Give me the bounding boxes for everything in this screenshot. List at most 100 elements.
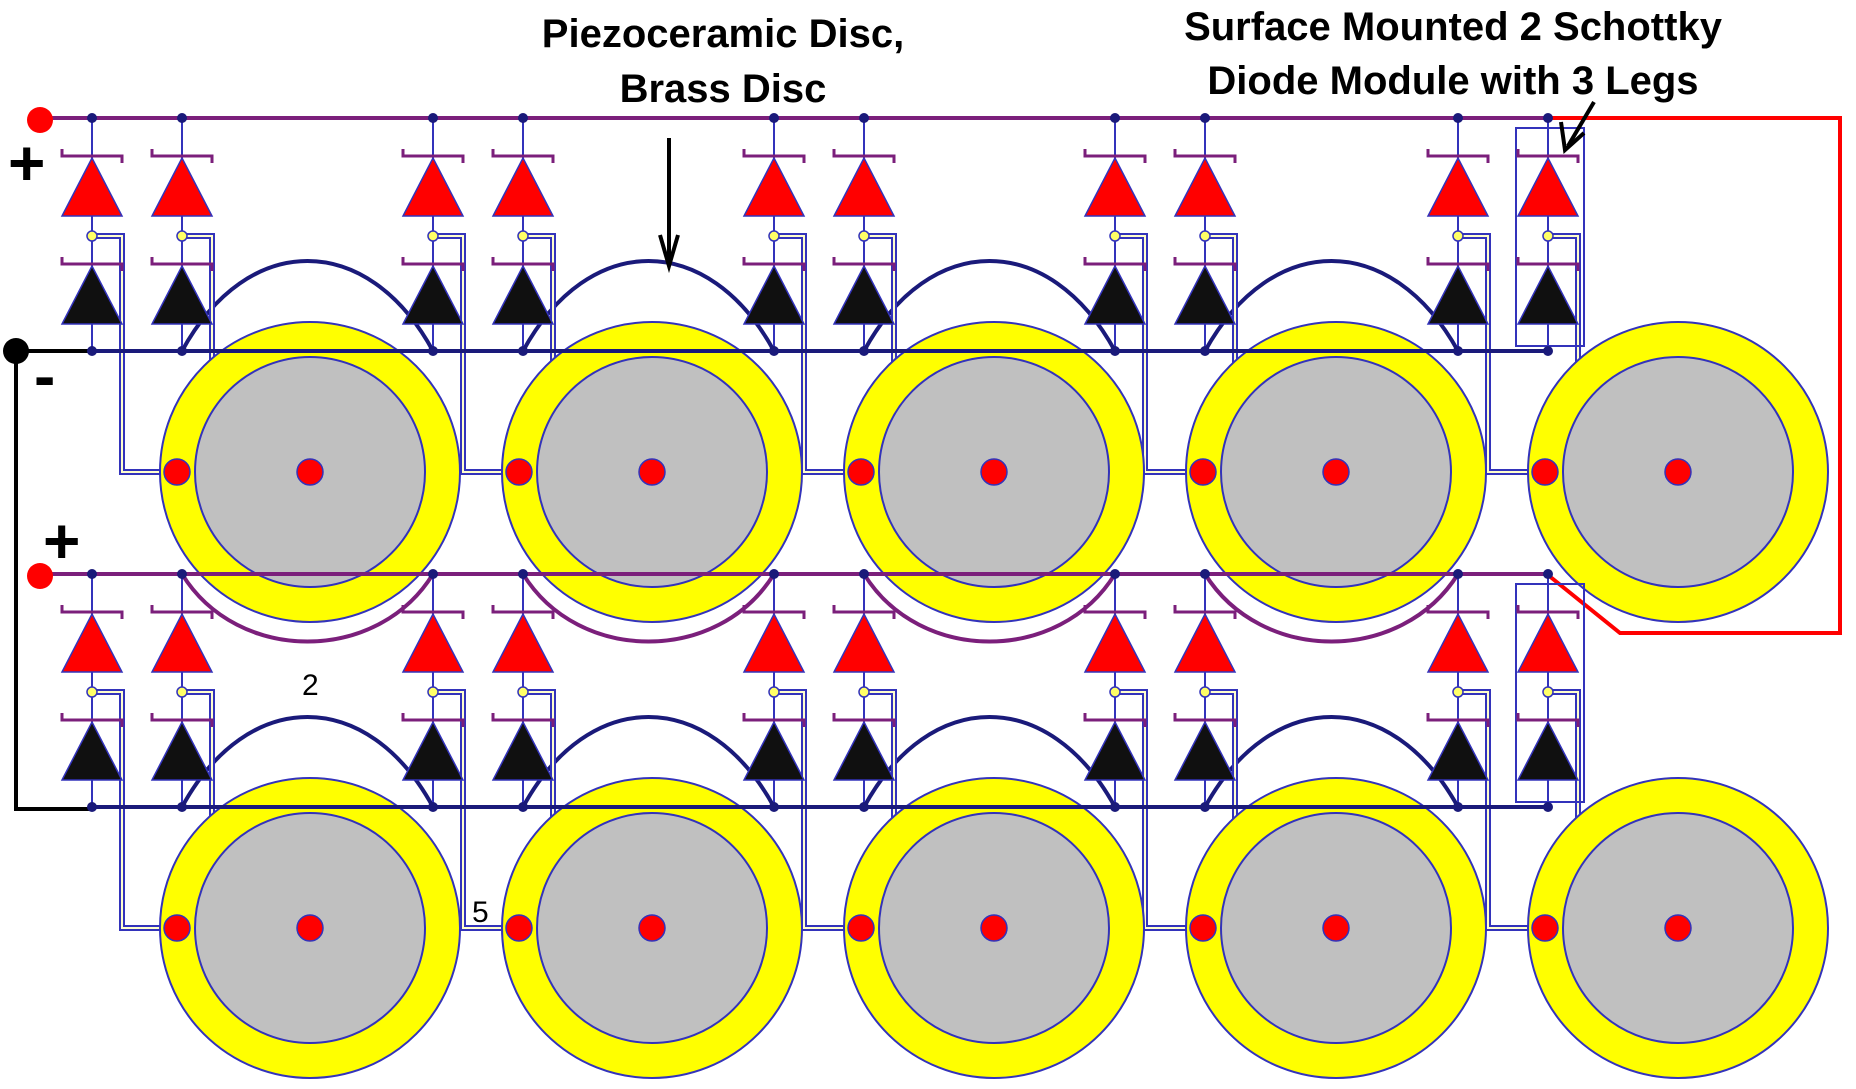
upper-schottky-diode <box>1083 612 1147 673</box>
disc-lead-inner <box>92 235 177 473</box>
upper-diode-cathode-bar <box>1083 605 1147 619</box>
lower-schottky-diode <box>832 264 896 325</box>
upper-diode-cathode-bar <box>1426 605 1490 619</box>
rail-junction-dot <box>518 569 528 579</box>
brass-contact-pad <box>980 914 1008 942</box>
midpoint-node <box>768 686 780 698</box>
midpoint-node <box>1452 686 1464 698</box>
rail-junction-dot <box>428 113 438 123</box>
return-wire <box>14 351 92 811</box>
lower-schottky-diode <box>491 720 555 781</box>
disc-lead-inner <box>1458 691 1545 929</box>
upper-diode-cathode-bar <box>742 149 806 163</box>
rail-junction-dot <box>177 802 187 812</box>
midpoint-node <box>427 686 439 698</box>
lower-diode-cathode-bar <box>1083 713 1147 727</box>
rail-junction-dot <box>518 113 528 123</box>
upper-diode-cathode-bar <box>1083 149 1147 163</box>
lower-diode-cathode-bar <box>491 257 555 271</box>
diode-module-outline <box>1515 127 1585 347</box>
lower-diode-cathode-bar <box>1426 713 1490 727</box>
rail-junction-dot <box>859 113 869 123</box>
lower-schottky-diode <box>832 720 896 781</box>
midpoint-node <box>427 230 439 242</box>
midpoint-node <box>1452 230 1464 242</box>
rail-junction-dot <box>1200 346 1210 356</box>
positive-arch-wire <box>521 572 776 644</box>
midpoint-node <box>1109 230 1121 242</box>
disc-lead-inner <box>774 691 861 929</box>
positive-terminal-dot <box>27 107 53 133</box>
piezo-contact-pad <box>1531 914 1559 942</box>
lower-schottky-diode <box>491 264 555 325</box>
lower-schottky-diode <box>1173 720 1237 781</box>
rail-junction-dot <box>518 346 528 356</box>
lower-diode-cathode-bar <box>742 257 806 271</box>
diode-module-outline <box>1515 583 1585 803</box>
piezo-contact-pad <box>1189 914 1217 942</box>
disc-lead-inner <box>1115 691 1203 929</box>
rail-junction-dot <box>859 569 869 579</box>
midpoint-node <box>1542 686 1554 698</box>
piezo-contact-pad <box>163 914 191 942</box>
upper-diode-cathode-bar <box>150 605 214 619</box>
rail-junction-dot <box>1110 802 1120 812</box>
top-minus-terminal-label: - <box>34 340 55 412</box>
upper-diode-cathode-bar <box>1516 605 1580 619</box>
midpoint-node <box>1109 686 1121 698</box>
upper-diode-cathode-bar <box>150 149 214 163</box>
rail-junction-dot <box>1453 113 1463 123</box>
rail-junction-dot <box>769 569 779 579</box>
rail-junction-dot <box>1543 113 1553 123</box>
positive-arch-wire <box>180 572 435 644</box>
upper-schottky-diode <box>1083 156 1147 217</box>
lower-diode-cathode-bar <box>1516 713 1580 727</box>
disc-label-line2: Brass Disc <box>620 67 827 111</box>
disc-lead-inner <box>433 691 519 929</box>
brass-contact-pad <box>1664 914 1692 942</box>
lower-schottky-diode <box>742 264 806 325</box>
rail-junction-dot <box>87 569 97 579</box>
midpoint-node <box>1199 686 1211 698</box>
upper-diode-cathode-bar <box>60 149 124 163</box>
upper-diode-cathode-bar <box>1173 149 1237 163</box>
upper-diode-cathode-bar <box>1516 149 1580 163</box>
brass-contact-pad <box>1322 458 1350 486</box>
rail-junction-dot <box>1453 802 1463 812</box>
lower-schottky-diode <box>1173 264 1237 325</box>
lower-diode-cathode-bar <box>832 713 896 727</box>
rail-junction-dot <box>1200 113 1210 123</box>
upper-diode-cathode-bar <box>742 605 806 619</box>
brass-contact-pad <box>1322 914 1350 942</box>
rail-junction-dot <box>177 113 187 123</box>
upper-diode-cathode-bar <box>1426 149 1490 163</box>
disc-label-line1: Piezoceramic Disc, <box>542 12 904 56</box>
lower-diode-cathode-bar <box>60 257 124 271</box>
pad-layer <box>3 107 1692 942</box>
piezo-contact-pad <box>1531 458 1559 486</box>
upper-schottky-diode <box>401 156 465 217</box>
midpoint-node <box>858 686 870 698</box>
rail-junction-dot <box>1543 346 1553 356</box>
disc-lead-inner <box>774 235 861 473</box>
negative-terminal-dot <box>3 338 29 364</box>
upper-schottky-diode <box>60 612 124 673</box>
lower-diode-cathode-bar <box>832 257 896 271</box>
lower-schottky-diode <box>1083 720 1147 781</box>
upper-schottky-diode <box>491 612 555 673</box>
piezo-contact-pad <box>163 458 191 486</box>
lower-diode-cathode-bar <box>1083 257 1147 271</box>
output-wire <box>1546 116 1842 635</box>
lower-schottky-diode <box>401 264 465 325</box>
rail-junction-dot <box>859 346 869 356</box>
lower-schottky-diode <box>401 720 465 781</box>
upper-diode-cathode-bar <box>60 605 124 619</box>
lower-diode-cathode-bar <box>401 257 465 271</box>
lower-schottky-diode <box>60 264 124 325</box>
module-label-arrow <box>1559 100 1596 154</box>
lower-schottky-diode <box>150 264 214 325</box>
upper-schottky-diode <box>150 156 214 217</box>
rail-junction-dot <box>1200 802 1210 812</box>
lower-diode-cathode-bar <box>491 713 555 727</box>
diode-layer <box>60 149 1580 781</box>
